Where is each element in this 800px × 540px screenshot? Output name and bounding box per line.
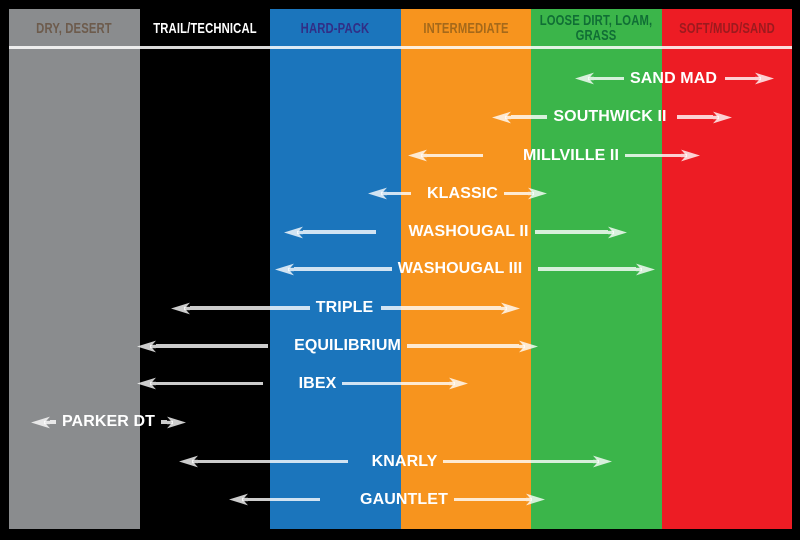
arrow-shaft bbox=[511, 115, 548, 119]
arrow-shaft bbox=[156, 344, 269, 348]
arrowhead-left-icon bbox=[171, 302, 190, 314]
arrowhead-right-icon bbox=[755, 72, 774, 85]
arrow-shaft bbox=[594, 76, 624, 81]
arrowhead-right-icon bbox=[526, 493, 545, 506]
column-trail-technical: TRAIL/TECHNICAL bbox=[139, 9, 270, 529]
tire-range-equilibrium: EQUILIBRIUM bbox=[137, 335, 538, 357]
tire-name: TRIPLE bbox=[315, 299, 374, 316]
column-soft-mud-sand: SOFT/MUD/SAND bbox=[661, 9, 792, 529]
arrow-shaft bbox=[387, 191, 412, 196]
column-dry-desert: DRY, DESERT bbox=[9, 9, 140, 529]
arrowhead-right-icon bbox=[528, 187, 547, 200]
arrow-shaft bbox=[725, 76, 755, 81]
arrow-shaft bbox=[190, 306, 310, 310]
arrow-shaft bbox=[625, 153, 682, 158]
tire-range-knarly: KNARLY bbox=[179, 451, 613, 473]
tire-range-gauntlet: GAUNTLET bbox=[229, 489, 545, 511]
arrow-shaft bbox=[161, 420, 167, 424]
tire-name: WASHOUGAL III bbox=[397, 260, 523, 277]
tire-name: MILLVILLE II bbox=[523, 146, 620, 164]
arrowhead-left-icon bbox=[492, 111, 511, 123]
arrow-shaft bbox=[453, 497, 526, 502]
column-header-hard-pack: HARD-PACK bbox=[300, 19, 370, 37]
tire-range-sand-mad: SAND MAD bbox=[575, 68, 774, 90]
arrowhead-left-icon bbox=[284, 226, 303, 238]
arrow-shaft bbox=[198, 459, 348, 464]
arrowhead-left-icon bbox=[408, 149, 427, 162]
arrowhead-right-icon bbox=[681, 149, 701, 162]
arrow-shaft bbox=[50, 420, 56, 424]
arrowhead-left-icon bbox=[179, 455, 198, 468]
arrow-shaft bbox=[443, 459, 594, 464]
column-header-loose-dirt-loam-grass: LOOSE DIRT, LOAM, GRASS bbox=[539, 12, 653, 44]
arrowhead-left-icon bbox=[575, 72, 594, 85]
arrowhead-right-icon bbox=[519, 340, 538, 352]
tire-name: KNARLY bbox=[371, 452, 438, 470]
arrowhead-left-icon bbox=[368, 187, 387, 200]
arrowhead-right-icon bbox=[636, 263, 656, 275]
tire-range-millville-ii: MILLVILLE II bbox=[408, 145, 701, 167]
arrow-shaft bbox=[248, 497, 321, 502]
arrowhead-left-icon bbox=[229, 493, 248, 506]
arrow-shaft bbox=[156, 381, 263, 386]
arrow-shaft bbox=[294, 267, 392, 271]
arrow-shaft bbox=[538, 267, 637, 271]
tire-range-parker-dt: PARKER DT bbox=[31, 411, 186, 433]
arrowhead-right-icon bbox=[501, 302, 520, 314]
arrow-shaft bbox=[406, 344, 519, 348]
tire-range-washougal-iii: WASHOUGAL III bbox=[275, 258, 656, 280]
column-header-trail-technical: TRAIL/TECHNICAL bbox=[153, 19, 257, 37]
arrow-shaft bbox=[303, 230, 377, 234]
tire-name: WASHOUGAL II bbox=[408, 223, 529, 240]
tire-name: KLASSIC bbox=[427, 184, 498, 202]
tire-range-triple: TRIPLE bbox=[171, 297, 520, 319]
arrow-shaft bbox=[503, 191, 528, 196]
tire-range-southwick-ii: SOUTHWICK II bbox=[492, 106, 733, 128]
tire-range-ibex: IBEX bbox=[137, 373, 468, 395]
arrowhead-right-icon bbox=[449, 377, 468, 390]
arrowhead-right-icon bbox=[593, 455, 613, 468]
arrow-shaft bbox=[342, 381, 449, 386]
tire-range-klassic: KLASSIC bbox=[368, 183, 547, 205]
tire-name: SAND MAD bbox=[629, 69, 718, 87]
tire-range-washougal-ii: WASHOUGAL II bbox=[284, 221, 627, 243]
arrowhead-left-icon bbox=[31, 416, 50, 428]
arrowhead-left-icon bbox=[137, 340, 156, 352]
arrowhead-left-icon bbox=[137, 377, 156, 390]
tire-name: EQUILIBRIUM bbox=[294, 337, 401, 354]
arrowhead-right-icon bbox=[167, 416, 186, 428]
header-divider-line bbox=[9, 46, 792, 49]
arrowhead-right-icon bbox=[713, 111, 733, 123]
arrow-shaft bbox=[427, 153, 483, 158]
column-intermediate: INTERMEDIATE bbox=[400, 9, 531, 529]
arrow-shaft bbox=[534, 230, 608, 234]
tire-name: PARKER DT bbox=[61, 413, 156, 430]
tire-name: IBEX bbox=[298, 374, 337, 392]
arrowhead-right-icon bbox=[608, 226, 627, 238]
column-header-soft-mud-sand: SOFT/MUD/SAND bbox=[678, 19, 775, 37]
arrow-shaft bbox=[381, 306, 501, 310]
tire-name: GAUNTLET bbox=[360, 490, 448, 508]
column-header-dry-desert: DRY, DESERT bbox=[36, 19, 113, 37]
tire-name: SOUTHWICK II bbox=[553, 108, 667, 125]
arrowhead-left-icon bbox=[275, 263, 294, 275]
arrow-shaft bbox=[676, 115, 714, 119]
column-header-intermediate: INTERMEDIATE bbox=[423, 19, 509, 37]
chart-board: DRY, DESERT TRAIL/TECHNICAL HARD-PACK IN… bbox=[9, 9, 792, 529]
